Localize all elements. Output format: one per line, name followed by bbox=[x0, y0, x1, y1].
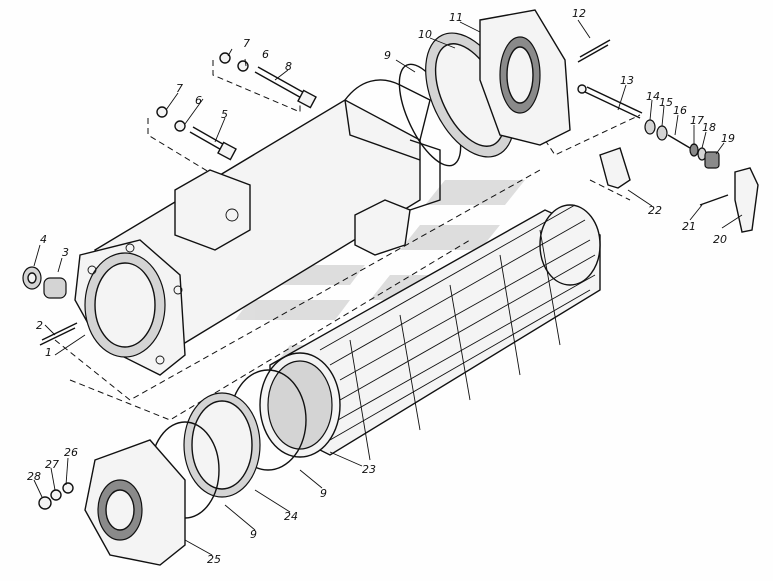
callout-26: 26 bbox=[64, 446, 78, 459]
callout-15: 15 bbox=[659, 96, 673, 109]
callout-5: 5 bbox=[221, 108, 228, 121]
callout-20: 20 bbox=[713, 233, 727, 246]
bolt-set-upper bbox=[219, 52, 317, 109]
left-small-parts bbox=[22, 266, 78, 346]
callout-9a: 9 bbox=[384, 49, 391, 62]
callout-10: 10 bbox=[418, 28, 432, 41]
callout-27: 27 bbox=[45, 458, 59, 471]
callout-13: 13 bbox=[620, 74, 634, 87]
callout-8: 8 bbox=[285, 60, 292, 73]
callout-6b: 6 bbox=[195, 94, 202, 107]
end-cover-bottom bbox=[84, 439, 186, 566]
callout-22: 22 bbox=[648, 204, 662, 217]
callout-21: 21 bbox=[682, 220, 696, 233]
filter-housing bbox=[74, 79, 441, 376]
callout-7a: 7 bbox=[243, 37, 250, 50]
valve-assembly bbox=[577, 39, 759, 233]
callout-23: 23 bbox=[362, 463, 376, 476]
bolt-set-lower bbox=[156, 106, 237, 161]
callout-17: 17 bbox=[690, 114, 704, 127]
callout-4: 4 bbox=[40, 233, 47, 246]
callout-2: 2 bbox=[36, 319, 43, 332]
callout-28: 28 bbox=[27, 470, 41, 483]
callout-19: 19 bbox=[721, 132, 735, 145]
bottom-washers bbox=[38, 482, 74, 510]
callout-12: 12 bbox=[572, 7, 586, 20]
callout-9b: 9 bbox=[320, 487, 327, 500]
callout-11: 11 bbox=[449, 11, 463, 24]
callout-3: 3 bbox=[62, 246, 69, 259]
filter-element bbox=[259, 204, 601, 461]
leader-lines bbox=[33, 19, 743, 556]
end-cover-top bbox=[479, 9, 571, 146]
callout-18: 18 bbox=[702, 121, 716, 134]
callout-1: 1 bbox=[45, 346, 52, 359]
callout-16: 16 bbox=[673, 104, 687, 117]
callout-25: 25 bbox=[207, 553, 221, 566]
callout-14: 14 bbox=[646, 90, 660, 103]
callout-24: 24 bbox=[284, 510, 298, 523]
callout-7b: 7 bbox=[176, 82, 183, 95]
callout-labels: 1 2 3 4 5 6 7 6 7 8 9 10 11 12 13 14 15 … bbox=[27, 7, 735, 566]
lower-gaskets-and-screen bbox=[150, 369, 307, 519]
callout-6a: 6 bbox=[262, 48, 269, 61]
callout-9c: 9 bbox=[250, 528, 257, 541]
